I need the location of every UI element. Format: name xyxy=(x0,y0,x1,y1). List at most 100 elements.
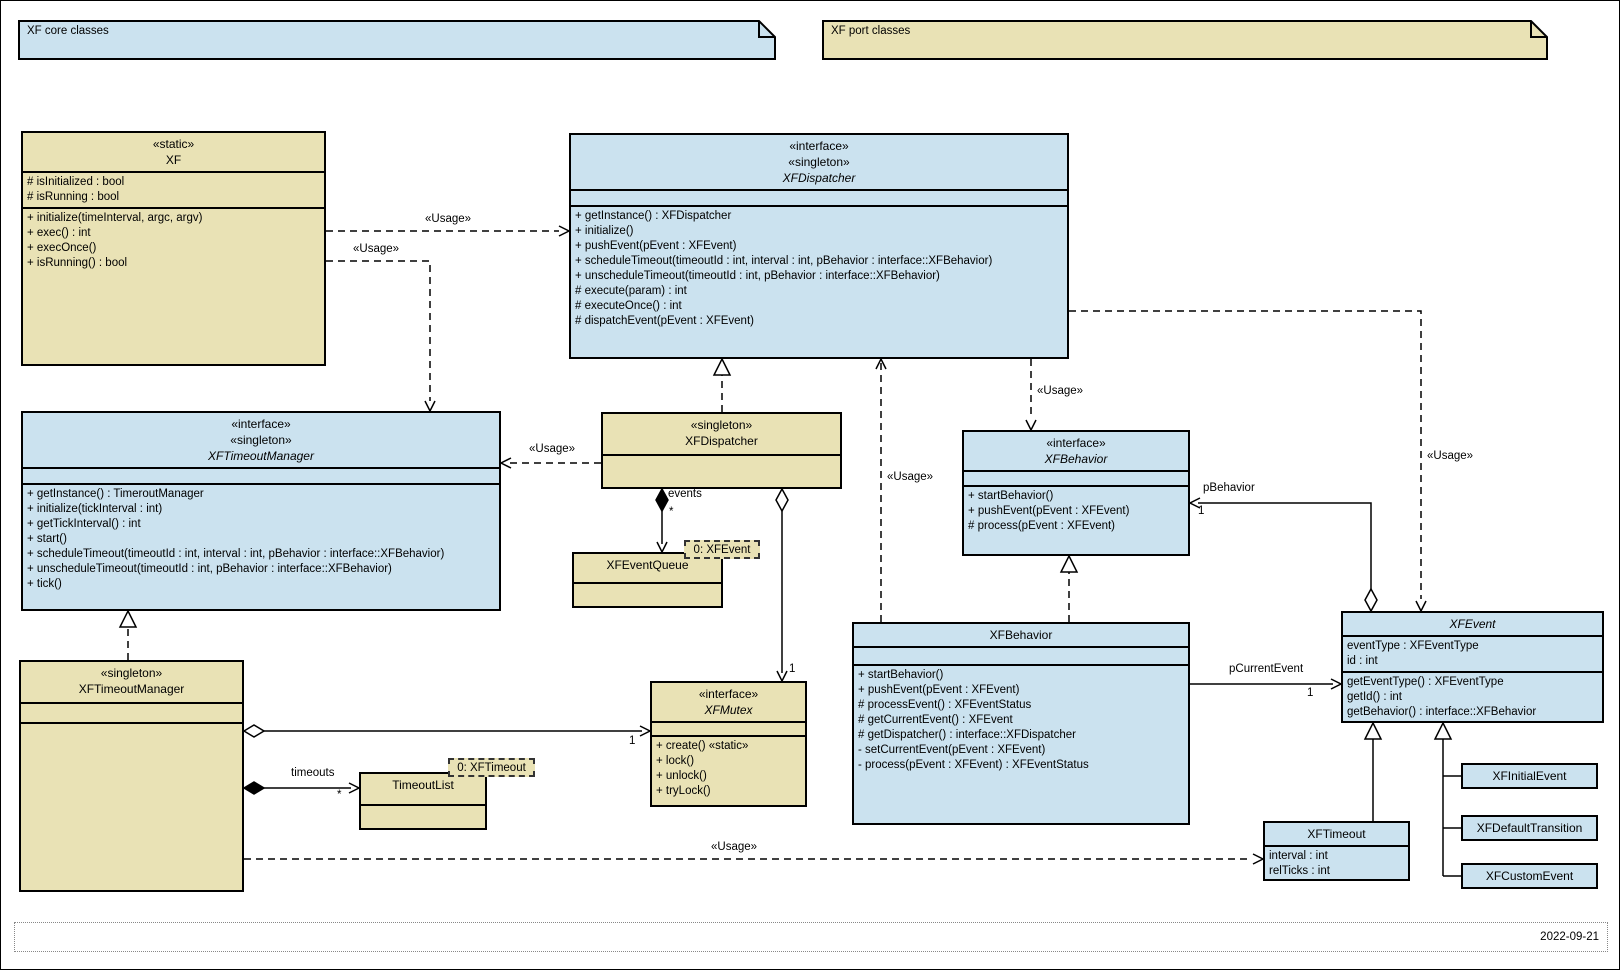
date-box: 2022-09-21 xyxy=(14,922,1608,952)
note-core-shape xyxy=(18,20,776,60)
hollow-triangle-icon xyxy=(1433,721,1453,740)
open-arrow-icon xyxy=(1252,853,1265,865)
class-name: XFDefaultTransition xyxy=(1476,821,1583,835)
hollow-diamond-icon xyxy=(242,724,266,738)
class-xf: «static» XF # isInitialized : bool# isRu… xyxy=(21,131,326,366)
object-xfevent: 0: XFEvent xyxy=(684,540,760,559)
class-name: XFCustomEvent xyxy=(1485,869,1574,883)
note-core-label: XF core classes xyxy=(27,25,109,37)
stereotype: «singleton» xyxy=(100,666,163,680)
member-row: + tick() xyxy=(27,578,62,590)
member-row: # execute(param) : int xyxy=(575,285,687,297)
stereotype: «static» xyxy=(152,137,195,151)
multiplicity-label: 1 xyxy=(789,663,796,675)
methods-compartment: + startBehavior()+ pushEvent(pEvent : XF… xyxy=(854,664,1188,823)
stereotype: «interface» xyxy=(1046,436,1106,450)
date-label: 2022-09-21 xyxy=(1540,931,1599,943)
class-title: XFEventQueue xyxy=(574,554,721,582)
methods-compartment: + create() «static»+ lock()+ unlock()+ t… xyxy=(652,735,805,805)
member-row: + execOnce() xyxy=(27,242,97,254)
member-row: - process(pEvent : XFEvent) : XFEventSta… xyxy=(858,759,1089,771)
stereotype: «interface» xyxy=(231,417,291,431)
member-row: # process(pEvent : XFEvent) xyxy=(968,520,1116,532)
hollow-diamond-icon xyxy=(775,487,789,513)
class-xfbehavior-interface: «interface» XFBehavior + startBehavior()… xyxy=(962,430,1190,556)
open-arrow-icon xyxy=(776,670,788,683)
usage-label: «Usage» xyxy=(1427,450,1474,462)
attributes-compartment xyxy=(571,189,1067,205)
member-row: + tryLock() xyxy=(656,785,711,797)
member-row: + create() «static» xyxy=(656,740,749,752)
class-xfinitialevent: XFInitialEvent xyxy=(1461,763,1598,789)
open-arrow-icon xyxy=(499,457,512,469)
stereotype: «singleton» xyxy=(690,418,753,432)
hollow-triangle-icon xyxy=(712,357,732,376)
class-title: «singleton» XFTimeoutManager xyxy=(21,662,242,702)
class-xfdispatcher-interface: «interface» «singleton» XFDispatcher + g… xyxy=(569,133,1069,359)
class-xfdefaulttransition: XFDefaultTransition xyxy=(1461,815,1598,841)
member-row: + startBehavior() xyxy=(968,490,1054,502)
class-xfmutex-interface: «interface» XFMutex + create() «static»+… xyxy=(650,681,807,807)
class-xfcustomevent: XFCustomEvent xyxy=(1461,863,1598,889)
class-name: XFBehavior xyxy=(989,628,1053,642)
open-arrow-icon xyxy=(656,541,668,554)
methods-compartment: + initialize(timeInterval, argc, argv) + … xyxy=(23,207,324,364)
class-title: TimeoutList xyxy=(361,774,485,804)
member-row: interval : int xyxy=(1269,850,1328,862)
class-title: «interface» XFBehavior xyxy=(964,432,1188,470)
methods-compartment: + startBehavior()+ pushEvent(pEvent : XF… xyxy=(964,485,1188,554)
open-arrow-icon xyxy=(558,225,571,237)
stereotype: «interface» xyxy=(789,139,849,153)
member-row: + unlock() xyxy=(656,770,707,782)
member-row: + initialize(timeInterval, argc, argv) xyxy=(27,212,203,224)
member-row: + initialize() xyxy=(575,225,634,237)
methods-compartment: + getInstance() : XFDispatcher + initiali… xyxy=(571,205,1067,357)
class-name: XF xyxy=(165,153,182,167)
class-xfbehavior: XFBehavior + startBehavior()+ pushEvent(… xyxy=(852,622,1190,825)
open-arrow-icon xyxy=(1025,419,1037,432)
multiplicity-label: * xyxy=(669,506,674,518)
class-name: XFTimeoutManager xyxy=(208,449,314,463)
member-row: relTicks : int xyxy=(1269,865,1330,877)
attributes-compartment xyxy=(652,721,805,735)
hollow-triangle-icon xyxy=(118,609,138,628)
open-arrow-icon xyxy=(875,357,887,370)
aggregation-event-behavior-line xyxy=(1198,502,1372,589)
member-row: getEventType() : XFEventType xyxy=(1347,676,1504,688)
member-row: + start() xyxy=(27,533,67,545)
body-compartment xyxy=(574,582,721,606)
member-row: # getCurrentEvent() : XFEvent xyxy=(858,714,1013,726)
member-row: # isInitialized : bool xyxy=(27,176,125,188)
class-name: XFTimeout xyxy=(1307,827,1366,841)
open-arrow-icon xyxy=(348,782,361,794)
multiplicity-label: 1 xyxy=(629,735,636,747)
class-title: XFBehavior xyxy=(854,624,1188,646)
member-row: + scheduleTimeout(timeoutId : int, inter… xyxy=(575,255,993,267)
hollow-triangle-icon xyxy=(1363,721,1383,740)
class-title: «interface» XFMutex xyxy=(652,683,805,721)
object-xftimeout: 0: XFTimeout xyxy=(448,758,535,777)
class-name: TimeoutList xyxy=(392,778,454,792)
member-row: + initialize(tickInterval : int) xyxy=(27,503,163,515)
member-row: + getInstance() : TimeroutManager xyxy=(27,488,204,500)
member-row: - setCurrentEvent(pEvent : XFEvent) xyxy=(858,744,1046,756)
class-xfdispatcher-singleton: «singleton» XFDispatcher xyxy=(601,412,842,489)
class-xftimeoutmanager-singleton: «singleton» XFTimeoutManager xyxy=(19,660,244,892)
member-row: + getInstance() : XFDispatcher xyxy=(575,210,732,222)
stereotype: «singleton» xyxy=(230,433,292,447)
class-name: XFMutex xyxy=(704,703,753,717)
filled-diamond-icon xyxy=(655,487,669,513)
member-row: + exec() : int xyxy=(27,227,91,239)
class-name: XFInitialEvent xyxy=(1492,769,1567,783)
open-arrow-icon xyxy=(639,725,652,737)
member-row: + getTickInterval() : int xyxy=(27,518,141,530)
usage-label: «Usage» xyxy=(711,841,758,853)
class-name: XFTimeoutManager xyxy=(78,682,185,696)
attributes-compartment xyxy=(854,646,1188,664)
open-arrow-icon xyxy=(424,400,436,413)
hollow-triangle-icon xyxy=(1059,554,1079,573)
member-row: getBehavior() : interface::XFBehavior xyxy=(1347,706,1537,718)
usage-label: «Usage» xyxy=(1037,385,1084,397)
